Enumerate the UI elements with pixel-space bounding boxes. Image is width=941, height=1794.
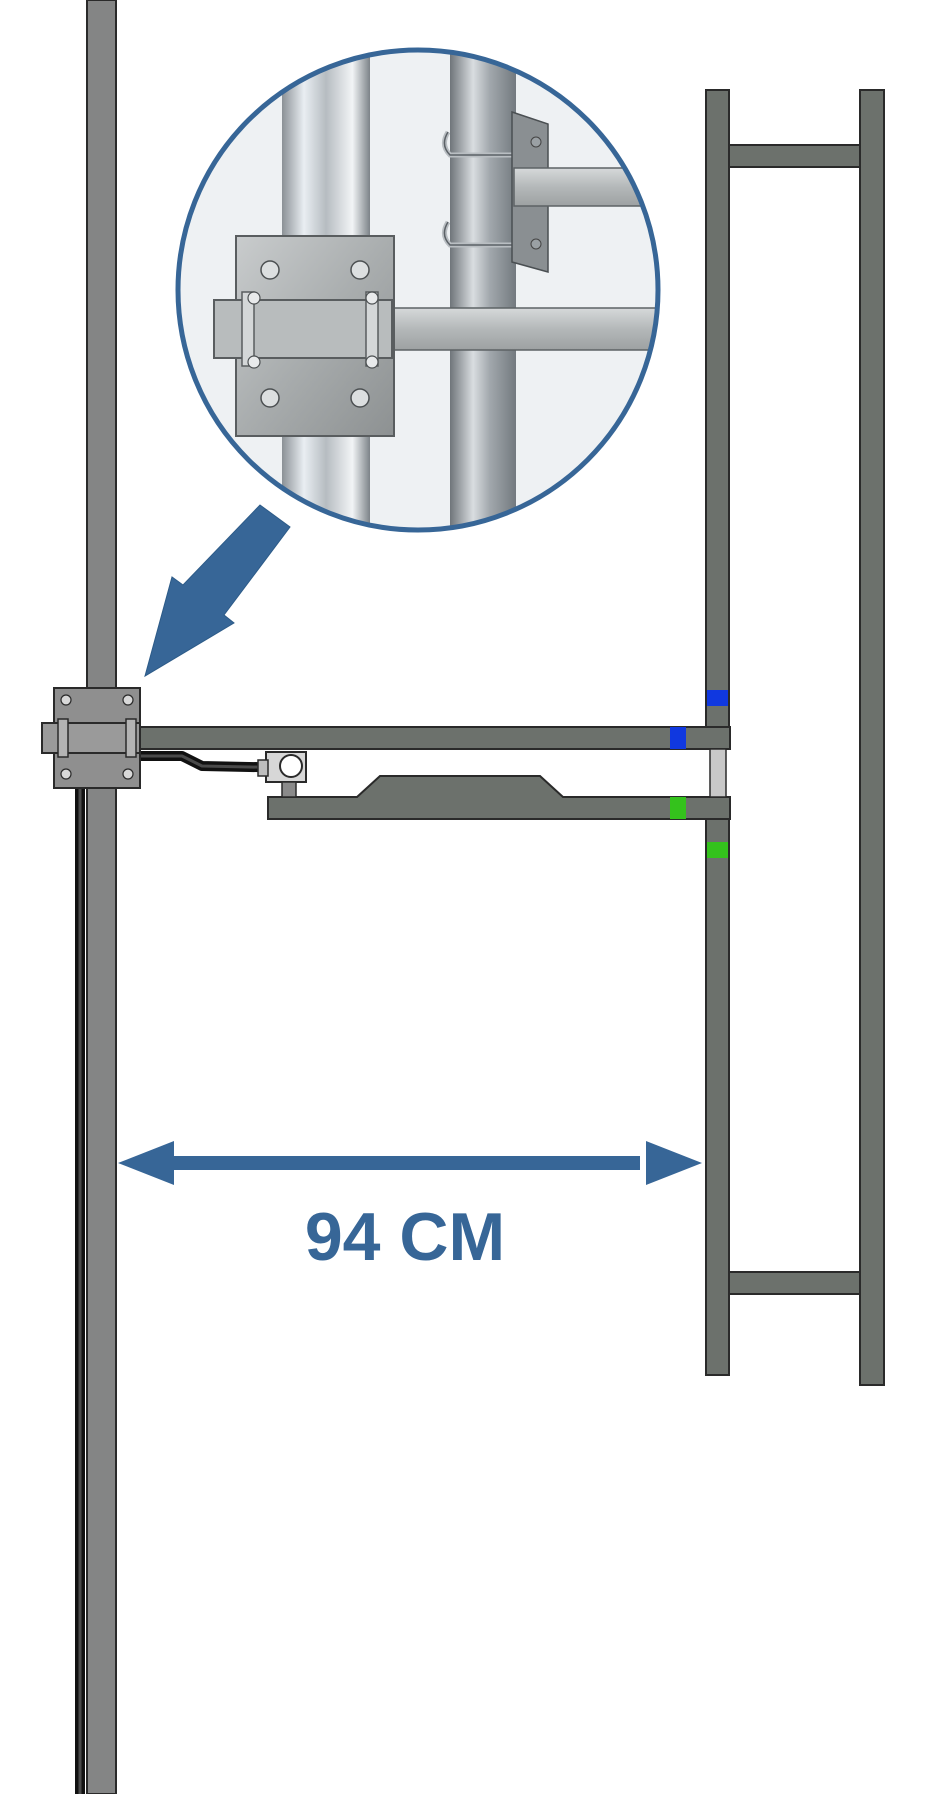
dipole-element-right-vertical <box>705 89 730 1376</box>
coax-connector <box>257 751 307 798</box>
clamp-bolts <box>247 260 379 408</box>
marker-green-element <box>707 842 728 858</box>
color-markers <box>670 690 728 858</box>
mast-clamp <box>41 687 141 789</box>
dipole-element-far-right-vertical <box>859 89 885 1386</box>
double-headed-arrow-icon <box>118 1141 702 1185</box>
dipole-element-bottom-rung <box>728 1271 861 1295</box>
marker-blue-element <box>707 690 728 706</box>
arrow-down-left-icon <box>144 504 291 678</box>
dipole-element-top-rung <box>728 144 861 168</box>
marker-blue-boom <box>670 727 686 749</box>
upper-support-boom <box>41 726 731 750</box>
feed-insulator <box>709 748 727 798</box>
dimension-label: 94 CM <box>305 1199 505 1275</box>
clamp-detail-closeup <box>175 47 661 533</box>
marker-green-boom <box>670 797 686 819</box>
lower-boom-with-balun <box>267 775 731 820</box>
main-mast <box>86 0 117 1794</box>
